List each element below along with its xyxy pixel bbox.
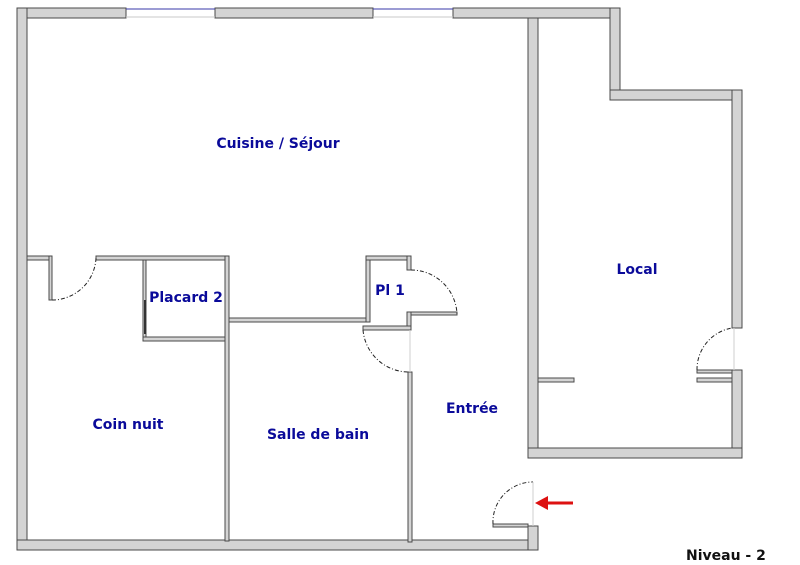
room-label-local: Local xyxy=(616,262,658,278)
room-label-coin-nuit: Coin nuit xyxy=(92,417,164,433)
room-label-placard-2: Placard 2 xyxy=(149,290,223,306)
arrow-left-icon xyxy=(535,496,573,510)
room-label-cuisine-sejour: Cuisine / Séjour xyxy=(216,136,340,152)
room-label-entree: Entrée xyxy=(445,401,499,417)
level-label: Niveau - 2 xyxy=(686,548,766,564)
windows xyxy=(126,8,453,18)
exterior-walls xyxy=(16,7,743,551)
room-label-salle-de-bain: Salle de bain xyxy=(266,427,370,443)
room-label-pl-1: Pl 1 xyxy=(375,283,405,299)
door-swings xyxy=(51,257,735,526)
